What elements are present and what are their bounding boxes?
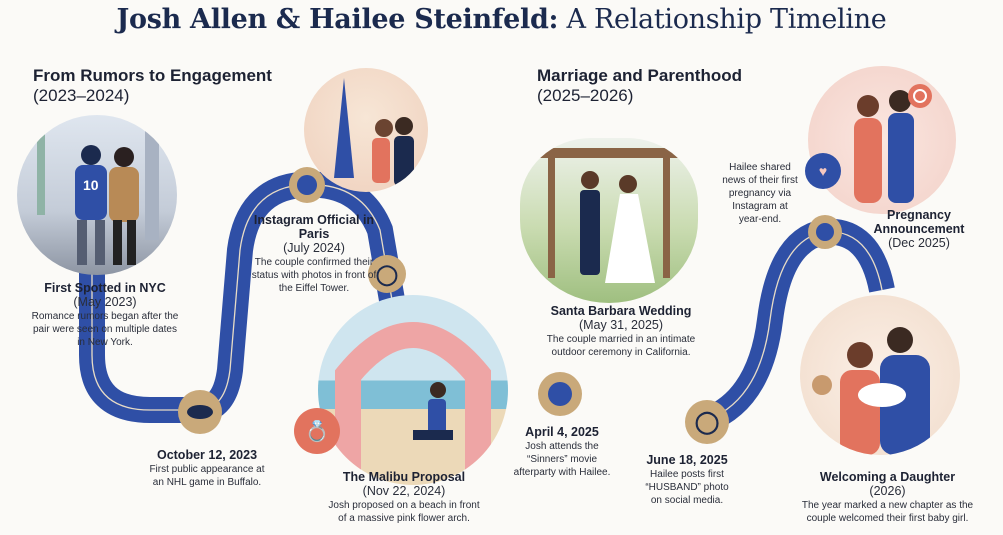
event-pregnancy-note: Hailee shared news of their first pregna… — [720, 160, 800, 226]
section-header-2025-2026: Marriage and Parenthood(2025–2026) — [537, 66, 742, 106]
wedding-ring-icon: ◯ — [685, 400, 729, 444]
ring-box-icon: 💍 — [294, 408, 340, 454]
event-title: Santa Barbara Wedding — [550, 304, 692, 318]
event-text: Hailee posts first “HUSBAND” photo on so… — [645, 469, 729, 506]
event-text: Josh proposed on a beach in front of a m… — [328, 500, 480, 524]
event-date: (May 2023) — [73, 295, 137, 309]
section-header-2023-2024: From Rumors to Engagement(2023–2024) — [33, 66, 272, 106]
event-instagram-official: Instagram Official in Paris(July 2024) Th… — [248, 213, 380, 295]
pregnancy-illustration — [808, 66, 956, 214]
marker-april-2025 — [538, 372, 582, 416]
event-date: (May 31, 2025) — [578, 318, 664, 332]
nyc-illustration: 10 — [17, 115, 177, 275]
page-title: Josh Allen & Hailee Steinfeld: A Relatio… — [0, 4, 1003, 35]
event-malibu-proposal: The Malibu Proposal(Nov 22, 2024) Josh pr… — [326, 470, 482, 525]
wedding-illustration — [520, 138, 698, 303]
event-title: Instagram Official in Paris — [253, 213, 375, 241]
event-first-spotted: First Spotted in NYC(May 2023) Romance ru… — [30, 281, 180, 349]
engagement-ring-icon: ◯ — [368, 255, 406, 293]
hockey-puck-icon — [178, 390, 222, 434]
newborn-daughter-illustration — [800, 295, 960, 455]
event-date: (July 2024) — [283, 241, 345, 255]
title-main: Josh Allen & Hailee Steinfeld: — [116, 4, 559, 35]
event-title: April 4, 2025 — [525, 425, 599, 439]
malibu-proposal-illustration — [318, 295, 508, 485]
section-title: Marriage and Parenthood — [537, 66, 742, 85]
marker-paris — [289, 167, 325, 203]
event-text: Romance rumors began after the pair were… — [31, 311, 179, 348]
event-text: First public appearance at an NHL game i… — [149, 464, 265, 488]
event-date: (Nov 22, 2024) — [362, 484, 446, 498]
event-text: The year marked a new chapter as the cou… — [801, 500, 974, 524]
event-date: (2026) — [869, 484, 906, 498]
event-wedding: Santa Barbara Wedding(May 31, 2025) The c… — [545, 304, 697, 359]
event-pregnancy-announcement: Pregnancy Announcement(Dec 2025) — [860, 208, 978, 250]
event-text: The couple married in an intimate outdoo… — [546, 334, 696, 358]
event-title: October 12, 2023 — [156, 448, 258, 462]
section-years: (2025–2026) — [537, 86, 634, 105]
event-title: The Malibu Proposal — [342, 470, 466, 484]
event-text: Josh attends the “Sinners” movie afterpa… — [513, 441, 611, 478]
marker-pregnancy — [808, 215, 842, 249]
event-title: Welcoming a Daughter — [819, 470, 956, 484]
jersey-number: 10 — [83, 177, 99, 193]
event-title: First Spotted in NYC — [44, 281, 166, 295]
pregnancy-heart-icon: ♥ — [805, 153, 841, 189]
event-title: Pregnancy Announcement — [873, 208, 965, 236]
section-title: From Rumors to Engagement — [33, 66, 272, 85]
event-text: The couple confirmed their status with p… — [251, 257, 377, 294]
section-years: (2023–2024) — [33, 86, 130, 105]
event-welcoming-daughter: Welcoming a Daughter(2026) The year marke… — [800, 470, 975, 525]
title-sub: A Relationship Timeline — [566, 4, 887, 35]
event-title: June 18, 2025 — [646, 453, 728, 467]
event-date: (Dec 2025) — [888, 236, 950, 250]
paris-illustration — [304, 68, 428, 192]
event-text: Hailee shared news of their first pregna… — [722, 162, 798, 225]
